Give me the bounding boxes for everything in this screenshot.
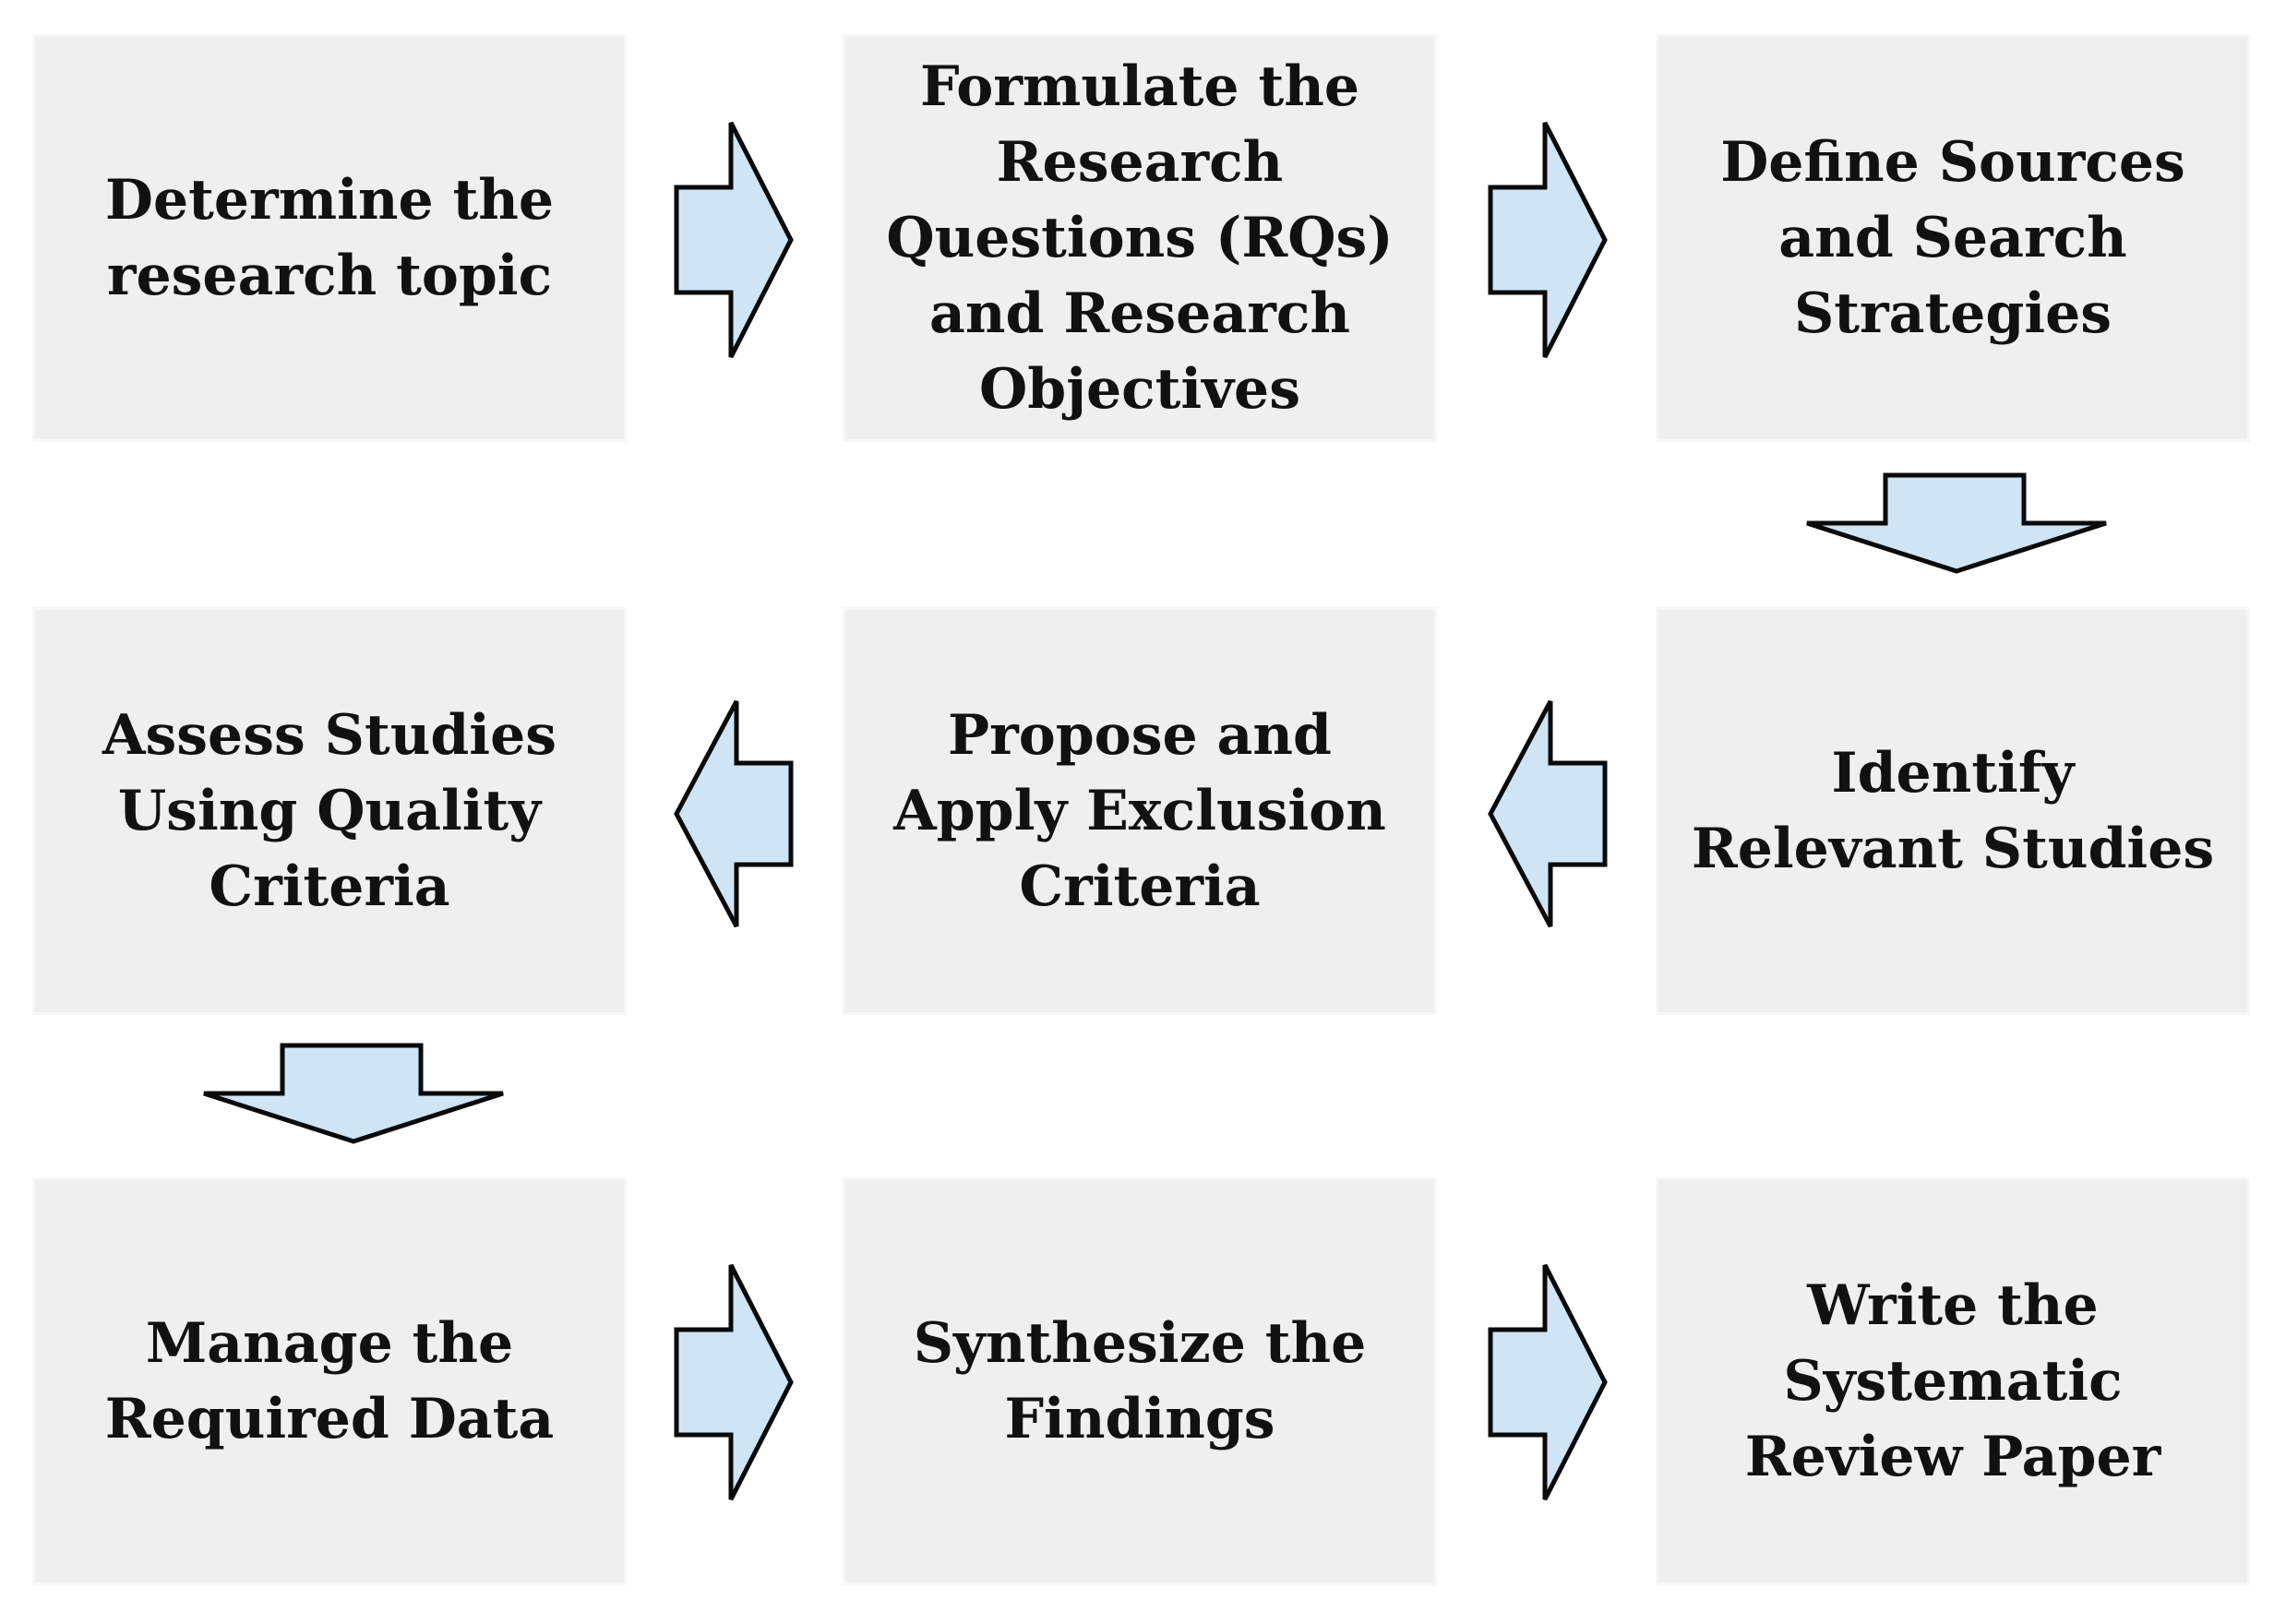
step-write-paper: Write the Systematic Review Paper (1656, 1177, 2250, 1585)
arrow-down-icon (203, 1043, 504, 1144)
arrow-left-icon (1488, 699, 1608, 928)
arrow-down-icon (1806, 472, 2107, 574)
step-label: Formulate the Research Questions (RQs) a… (886, 54, 1394, 422)
step-assess-quality: Assess Studies Using Quality Criteria (32, 607, 627, 1015)
step-label: Determine the research topic (104, 168, 555, 308)
step-label: Identify Relevant Studies (1691, 741, 2215, 881)
step-label: Write the Systematic Review Paper (1744, 1273, 2161, 1489)
step-synthesize-findings: Synthesize the Findings (843, 1177, 1437, 1585)
step-label: Manage the Required Data (104, 1311, 555, 1451)
step-determine-topic: Determine the research topic (32, 34, 627, 442)
step-manage-data: Manage the Required Data (32, 1177, 627, 1585)
step-label: Define Sources and Search Strategies (1720, 130, 2185, 346)
arrow-right-icon (674, 1263, 794, 1501)
arrow-right-icon (1488, 1263, 1608, 1501)
arrow-right-icon (674, 121, 794, 359)
arrow-right-icon (1488, 121, 1608, 359)
arrow-left-icon (674, 699, 794, 928)
step-define-sources: Define Sources and Search Strategies (1656, 34, 2250, 442)
step-apply-exclusion: Propose and Apply Exclusion Criteria (843, 607, 1437, 1015)
step-label: Assess Studies Using Quality Criteria (102, 703, 557, 919)
step-label: Propose and Apply Exclusion Criteria (893, 703, 1386, 919)
step-label: Synthesize the Findings (913, 1311, 1367, 1451)
step-identify-studies: Identify Relevant Studies (1656, 607, 2250, 1015)
step-formulate-questions: Formulate the Research Questions (RQs) a… (843, 34, 1437, 442)
